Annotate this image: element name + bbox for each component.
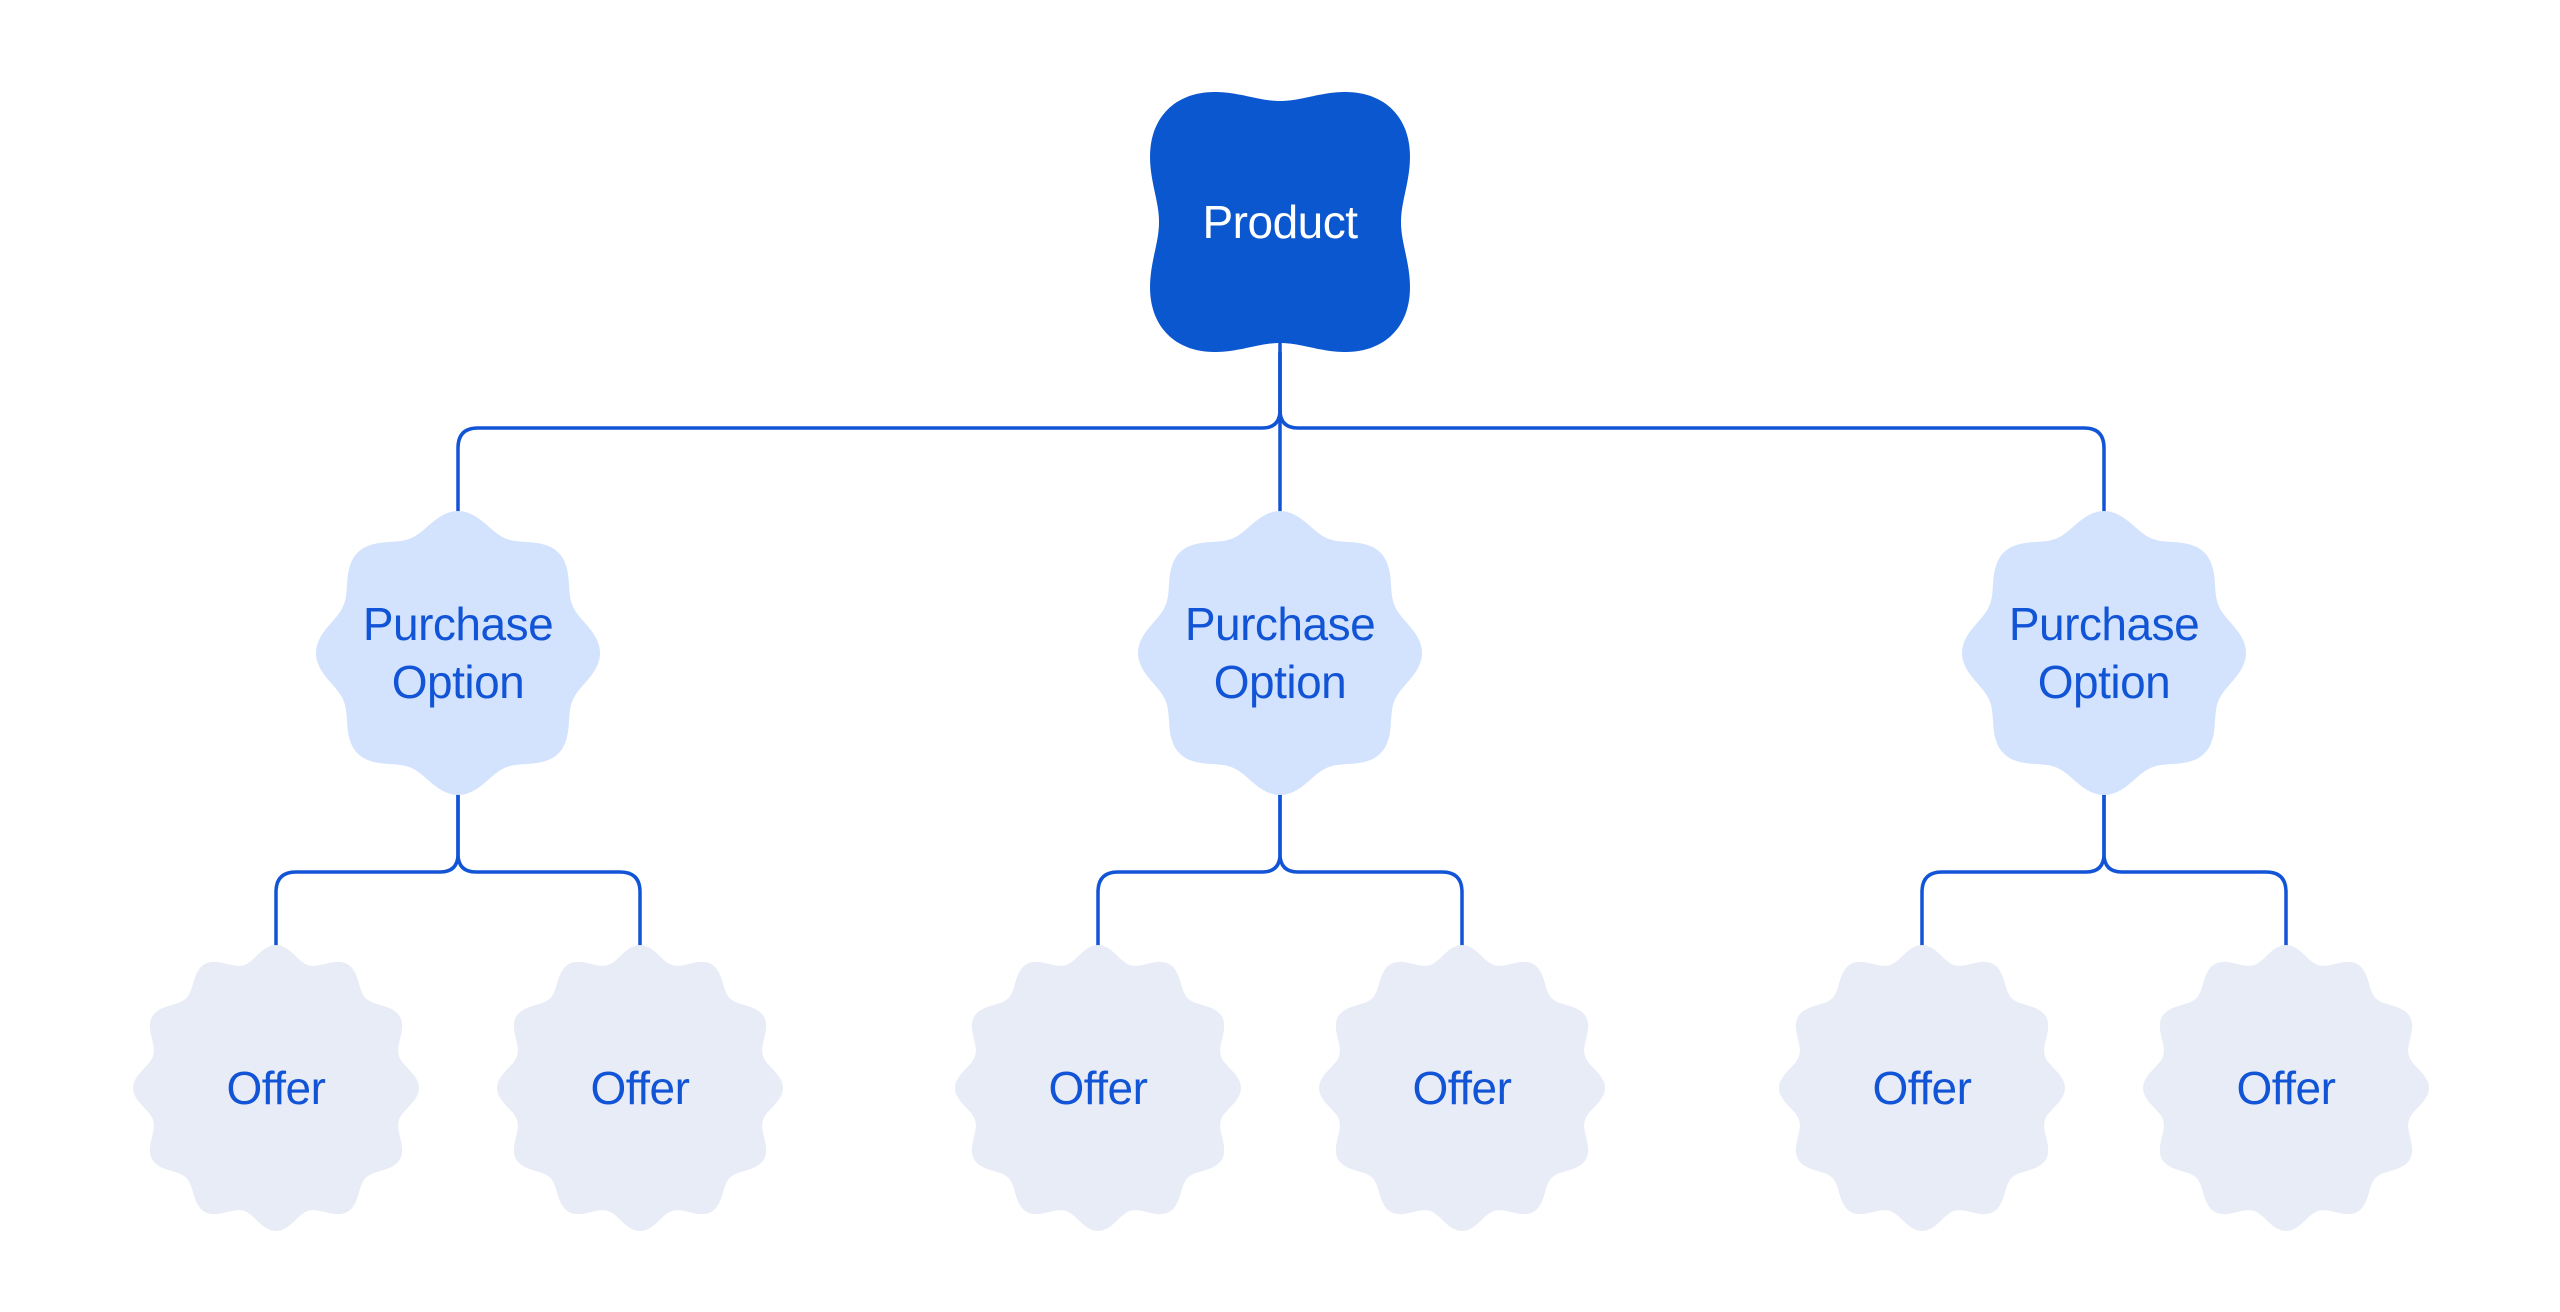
purchase-option-blob-shape xyxy=(1962,511,2246,795)
offer-blob-shape xyxy=(1779,945,2065,1231)
blob-path xyxy=(955,945,1241,1231)
offer-blob-shape xyxy=(2143,945,2429,1231)
blob-path xyxy=(497,945,783,1231)
connector-path xyxy=(1278,351,2106,518)
purchase-option-label: Purchase Option xyxy=(362,598,554,708)
offer-label: Offer xyxy=(226,1062,326,1114)
offer-label: Offer xyxy=(590,1062,690,1114)
connector-path xyxy=(274,789,460,950)
blob-path xyxy=(1150,92,1410,352)
product-blob-shape xyxy=(1150,92,1410,352)
node-offer-3: Offer xyxy=(953,943,1243,1233)
offer-blob-shape xyxy=(955,945,1241,1231)
node-offer-1: Offer xyxy=(131,943,421,1233)
node-purchase-option-2: Purchase Option xyxy=(1135,508,1425,798)
connector-path xyxy=(2102,789,2288,950)
connector-path xyxy=(1920,789,2106,950)
blob-path xyxy=(1138,511,1422,795)
purchase-option-label: Purchase Option xyxy=(1184,598,1376,708)
offer-label: Offer xyxy=(1412,1062,1512,1114)
connector-path xyxy=(456,351,1282,518)
blob-path xyxy=(1779,945,2065,1231)
blob-path xyxy=(2143,945,2429,1231)
blob-path xyxy=(316,511,600,795)
offer-label: Offer xyxy=(1872,1062,1972,1114)
purchase-option-label: Purchase Option xyxy=(2008,598,2200,708)
node-offer-5: Offer xyxy=(1777,943,2067,1233)
node-offer-4: Offer xyxy=(1317,943,1607,1233)
offer-blob-shape xyxy=(497,945,783,1231)
node-offer-6: Offer xyxy=(2141,943,2431,1233)
connector-path xyxy=(456,789,642,950)
offer-blob-shape xyxy=(133,945,419,1231)
blob-path xyxy=(133,945,419,1231)
blob-path xyxy=(1962,511,2246,795)
offer-label: Offer xyxy=(1048,1062,1148,1114)
purchase-option-blob-shape xyxy=(316,511,600,795)
node-purchase-option-1: Purchase Option xyxy=(313,508,603,798)
node-offer-2: Offer xyxy=(495,943,785,1233)
connector-path xyxy=(1096,789,1282,950)
product-label: Product xyxy=(1202,196,1358,248)
purchase-option-blob-shape xyxy=(1138,511,1422,795)
node-product: Product xyxy=(1130,72,1430,372)
connector-path xyxy=(1278,789,1464,950)
offer-blob-shape xyxy=(1319,945,1605,1231)
blob-path xyxy=(1319,945,1605,1231)
offer-label: Offer xyxy=(2236,1062,2336,1114)
node-purchase-option-3: Purchase Option xyxy=(1959,508,2249,798)
